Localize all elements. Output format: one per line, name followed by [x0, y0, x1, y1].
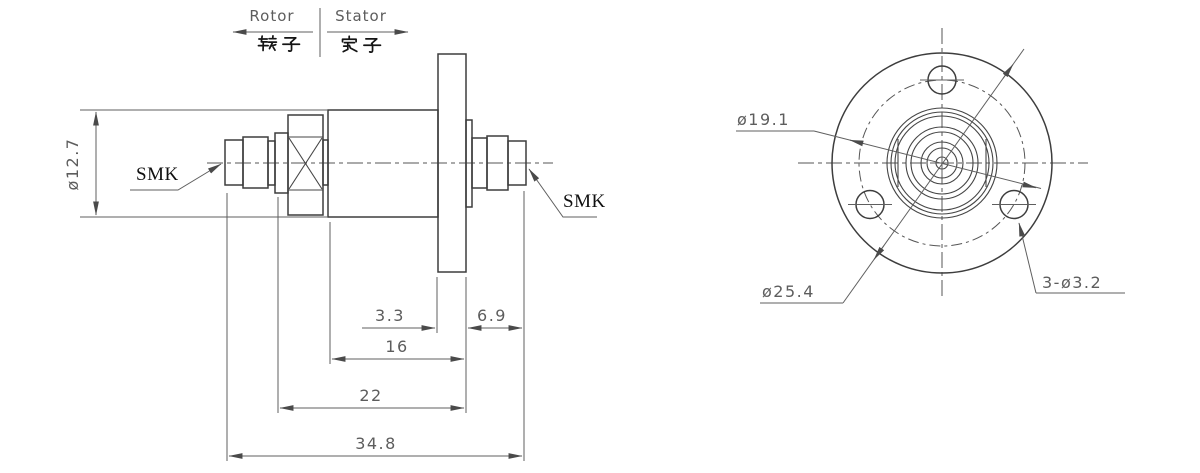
dim-22-text: 22 [359, 386, 382, 405]
dim-16: 16 [331, 337, 465, 362]
front-view: ø19.1 ø25.4 3-ø3.2 [736, 28, 1125, 304]
mounting-holes [848, 65, 1036, 220]
dim-3-3-text: 3.3 [375, 306, 405, 325]
smk-right-label: SMK [563, 191, 606, 212]
dim-3-holes-text: 3-ø3.2 [1042, 273, 1102, 292]
dim-3-3: 3.3 [362, 306, 436, 331]
rotor-stator-header: Rotor Stator [232, 7, 409, 57]
side-view: SMK SMK ø12.7 [63, 53, 606, 461]
dim-34-8: 34.8 [228, 434, 523, 459]
dim-6-9: 6.9 [467, 306, 523, 331]
dim-34-8-text: 34.8 [355, 434, 397, 453]
bearing-cross-line [288, 137, 323, 190]
dim-6-9-text: 6.9 [477, 306, 507, 325]
dim-25-4-text: ø25.4 [762, 282, 815, 301]
dim-19-1-text: ø19.1 [737, 110, 790, 129]
dim-22: 22 [279, 386, 465, 411]
smk-left-leader-arrow-icon [130, 163, 222, 191]
dim-diameter-12-7: ø12.7 [63, 109, 328, 218]
stator-connector-outline [465, 119, 527, 208]
flange-outer-circle [831, 52, 1053, 274]
smk-left-callout: SMK [130, 163, 222, 191]
dim-16-text: 16 [385, 337, 408, 356]
smk-left-label: SMK [136, 164, 179, 185]
stator-cn-glyphs [341, 35, 382, 53]
dim-flange-25-4: ø25.4 [760, 48, 1025, 304]
stator-label: Stator [335, 7, 387, 25]
extension-lines [226, 191, 525, 461]
smk-right-leader-arrow-icon [528, 168, 597, 218]
dim-diameter-12-7-text: ø12.7 [63, 138, 82, 191]
rotor-label: Rotor [249, 7, 294, 25]
bearing-section [287, 114, 329, 216]
smk-right-callout: SMK [528, 168, 606, 218]
dim-bolt-circle-19-1: ø19.1 [736, 110, 1042, 189]
connector-face-rings [886, 107, 998, 219]
dim-holes-3-3-2: 3-ø3.2 [1018, 222, 1125, 294]
rotor-cn-glyphs [257, 35, 301, 52]
